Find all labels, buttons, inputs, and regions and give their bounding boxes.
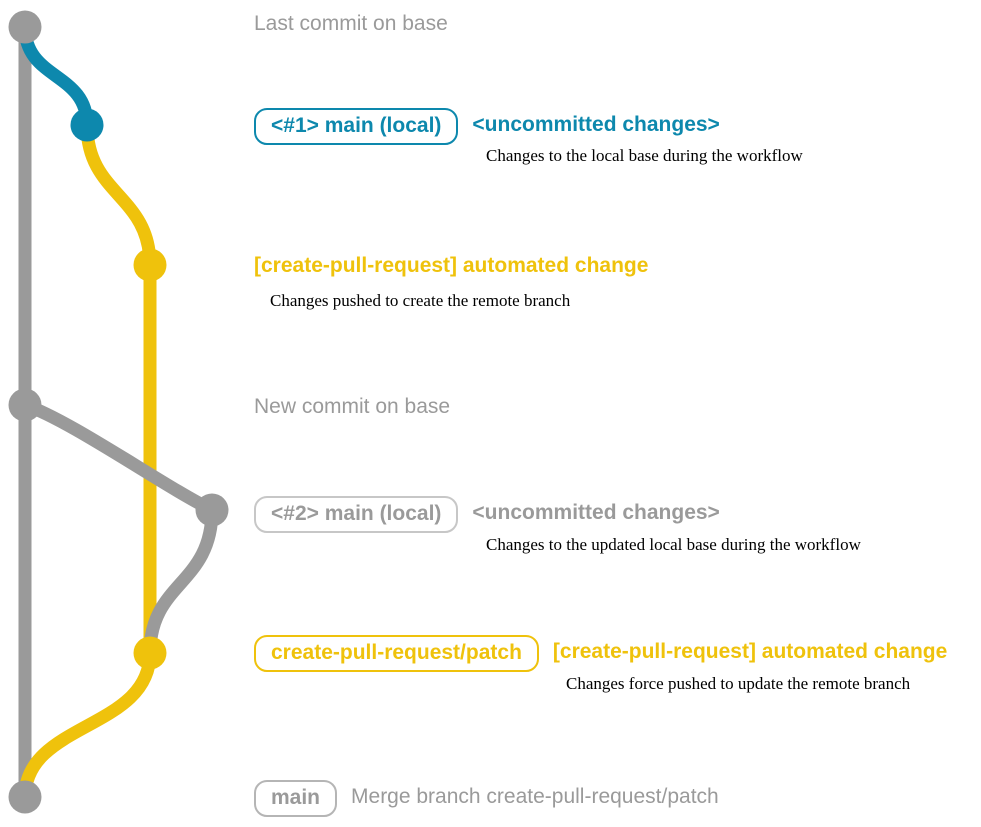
commit-subject-merge: Merge branch create-pull-request/patch	[351, 785, 719, 808]
commit-node-patch-1[interactable]	[133, 248, 167, 282]
edge-local1-to-patch1	[80, 118, 157, 272]
commit-row-new-commit-on-base: New commit on base	[254, 395, 451, 418]
edge-basenew-to-local2	[18, 398, 219, 517]
edge-local2-to-patch2	[143, 503, 219, 660]
commit-node-base-new[interactable]	[8, 388, 42, 422]
commit-note-automated-change-2: Changes force pushed to update the remot…	[566, 674, 911, 693]
branch-pill-main[interactable]: main	[254, 780, 338, 818]
edge-base-to-local1	[18, 20, 94, 132]
commit-row-automated-change-1: [create-pull-request] automated change	[254, 254, 649, 277]
commit-row-local-2: <#2> main (local) <uncommitted changes>	[254, 496, 720, 534]
commit-subject-automated-change-2: [create-pull-request] automated change	[552, 640, 948, 663]
commit-row-automated-change-2: create-pull-request/patch [create-pull-r…	[254, 635, 948, 673]
commit-node-local-1[interactable]	[70, 108, 104, 142]
commit-subject-automated-change-1: [create-pull-request] automated change	[254, 254, 649, 277]
commit-note-automated-change-1: Changes pushed to create the remote bran…	[270, 291, 571, 310]
commit-node-local-2[interactable]	[195, 493, 229, 527]
commit-row-local-1: <#1> main (local) <uncommitted changes>	[254, 108, 720, 146]
edge-patch2-to-merge	[18, 646, 157, 804]
commit-row-merge: main Merge branch create-pull-request/pa…	[254, 780, 719, 818]
commit-subject-new-commit-on-base: New commit on base	[254, 395, 451, 418]
commit-subject-local-1: <uncommitted changes>	[472, 113, 720, 136]
branch-pill-main-local-2[interactable]: <#2> main (local)	[254, 496, 459, 534]
commit-note-local-2: Changes to the updated local base during…	[486, 535, 861, 554]
commit-node-merge[interactable]	[8, 780, 42, 814]
branch-pill-create-pull-request-patch[interactable]: create-pull-request/patch	[254, 635, 539, 673]
commit-note-local-1: Changes to the local base during the wor…	[486, 146, 803, 165]
commit-subject-last-commit-on-base: Last commit on base	[254, 12, 448, 35]
commit-subject-local-2: <uncommitted changes>	[472, 501, 720, 524]
commit-node-base-head[interactable]	[8, 10, 42, 44]
commit-node-patch-2[interactable]	[133, 636, 167, 670]
branch-pill-main-local-1[interactable]: <#1> main (local)	[254, 108, 459, 146]
commit-row-last-commit-on-base: Last commit on base	[254, 12, 448, 35]
